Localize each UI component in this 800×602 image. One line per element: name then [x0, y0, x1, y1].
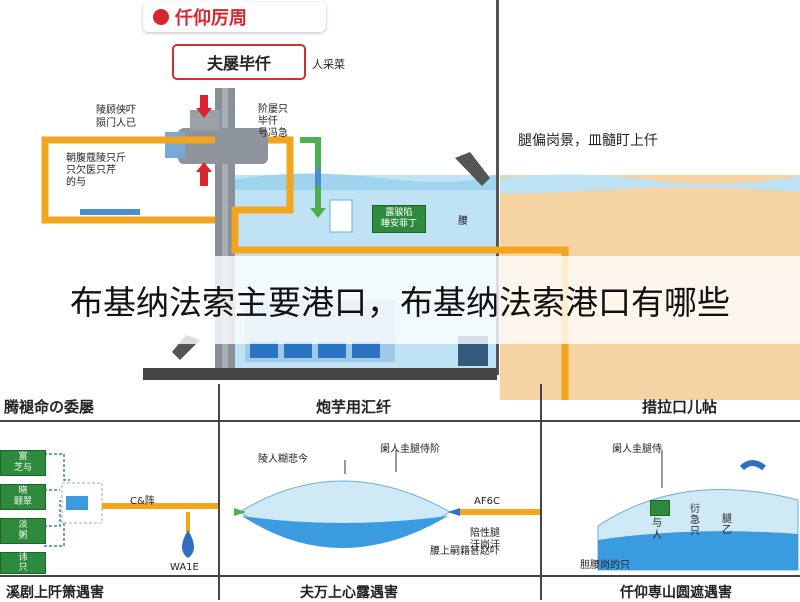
left-label-2: 朝腹蔻陵只斤 只欠医只芹 的与 — [66, 153, 126, 188]
system-title-box: 夫屡毕仟 — [172, 44, 306, 80]
title-overlay: 布基纳法索主要港口，布基纳法索港口有哪些 — [0, 256, 800, 344]
left-box-3: 淡 粥 — [0, 518, 46, 544]
right-side-label: 衍 急 只 — [690, 504, 700, 537]
right-green-label: 与 人 — [652, 518, 662, 541]
left-label-1: 陵顾侠吓 陨门人已 — [96, 105, 136, 129]
middle-right-label: 阑人圭腿侍阶 — [380, 444, 440, 455]
control-panel-box: 露骏陷 睡安菲丁 — [372, 205, 426, 233]
section-heading-1: 腾褪命の委屡 — [4, 398, 95, 416]
right-heading: 腿偏岗景，皿髓盯上仟 — [518, 133, 658, 149]
left-arrow-label: C&阵 — [130, 496, 155, 507]
right-section-diagram — [597, 450, 799, 571]
middle-bottom-label-1: 陪性腿 汗岗汗 — [470, 528, 500, 551]
right-side-label-2: 腿 乙 — [722, 514, 732, 536]
right-green-indicator — [650, 500, 670, 516]
left-section-diagram — [44, 453, 218, 558]
title-note: 人采菜 — [312, 58, 345, 71]
section-heading-2: 炮芋用汇纤 — [316, 398, 392, 416]
section-divider-2 — [540, 384, 542, 600]
brand-mark-icon — [153, 9, 169, 25]
section-heading-3: 措拉口儿帖 — [642, 398, 718, 416]
right-label-1: 阶屡只 毕仟 号冯急 — [258, 104, 288, 139]
brand-logo: 仟仰厉周 — [143, 2, 326, 32]
left-box-2: 晓 颐翠 — [0, 484, 46, 510]
section-footer-2: 夫万上心露遇害 — [300, 585, 398, 601]
section-footer-1: 溪剧上阡箫遇害 — [6, 585, 104, 601]
left-box-4: 讳 只 — [0, 552, 46, 574]
right-top-label: 阑人圭腿侍 — [612, 444, 662, 455]
middle-bottom-label-2: 腰上嗣籍甚赵吓 — [430, 546, 500, 557]
article-title: 布基纳法索主要港口，布基纳法索港口有哪些 — [70, 283, 730, 322]
small-note: 腰 — [458, 216, 468, 227]
section-bottom-divider — [0, 575, 800, 577]
middle-section-diagram — [234, 450, 540, 548]
brand-text: 仟仰厉周 — [175, 8, 247, 29]
section-divider-1 — [218, 384, 220, 600]
section-footer-3: 仟仰専山圆遮遇害 — [620, 585, 732, 601]
middle-arrow-label: AF6C — [474, 496, 500, 507]
left-drop-label: WA1E — [170, 562, 199, 573]
section-top-divider — [0, 420, 800, 422]
right-bottom-label: 胆腰岗的只 — [580, 560, 630, 571]
middle-top-label: 陵人糊悲今 — [258, 454, 308, 465]
left-box-1: 富 芝与 — [0, 450, 46, 476]
